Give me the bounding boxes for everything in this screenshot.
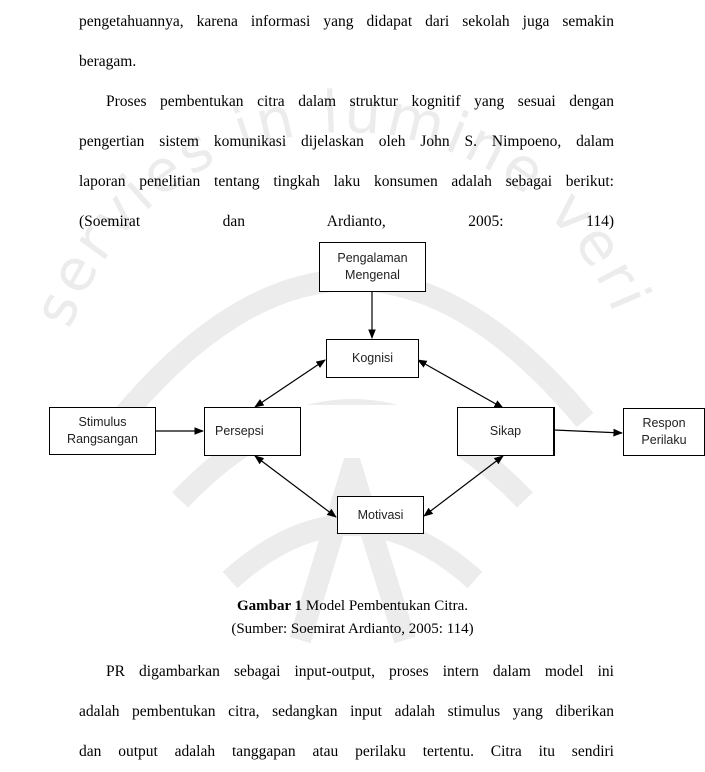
box-pengalaman-line: Pengalaman xyxy=(337,251,408,265)
box-respon-perilaku: Respon Perilaku xyxy=(623,408,705,456)
box-sikap: Sikap xyxy=(457,407,554,456)
box-motivasi: Motivasi xyxy=(337,496,424,534)
box-stimulus-line: Rangsangan xyxy=(67,432,138,446)
box-respon-line: Respon xyxy=(642,416,686,430)
arrow-kognisi-sikap xyxy=(417,359,504,409)
box-kognisi-label: Kognisi xyxy=(352,351,393,365)
arrow-sikap-respon xyxy=(553,428,623,437)
paragraph-1-line: pengetahuannya, karena informasi yang di… xyxy=(79,13,614,30)
paragraph-3-line: adalah pembentukan citra, sedangkan inpu… xyxy=(79,703,614,720)
box-motivasi-label: Motivasi xyxy=(357,507,404,522)
paragraph-2-line: (Soemirat dan Ardianto, 2005: 114) xyxy=(79,213,614,230)
figure-label: Gambar 1 xyxy=(237,598,303,614)
paragraph-2-line: pengertian sistem komunikasi dijelaskan … xyxy=(79,133,614,150)
box-sikap-label: Sikap xyxy=(489,424,522,438)
figure-source: (Sumber: Soemirat Ardianto, 2005: 114) xyxy=(231,621,474,637)
paragraph-3: PR digambarkan sebagai input-output, pro… xyxy=(79,652,614,772)
box-respon-line: Perilaku xyxy=(641,433,687,447)
box-kognisi: Kognisi xyxy=(326,339,419,378)
paragraph-1: pengetahuannya, karena informasi yang di… xyxy=(79,2,614,82)
arrow-persepsi-kognisi xyxy=(254,359,326,408)
paragraph-3-line: dan output adalah tanggapan atau perilak… xyxy=(79,743,614,760)
diagram-arrows xyxy=(156,292,623,518)
box-pengalaman-mengenal: Pengalaman Mengenal xyxy=(319,242,426,292)
paragraph-2-line: Proses pembentukan citra dalam struktur … xyxy=(106,93,614,110)
box-stimulus-line: Stimulus xyxy=(78,415,127,429)
paragraph-2-line: laporan penelitian tentang tingkah laku … xyxy=(79,173,614,190)
arrow-sikap-motivasi xyxy=(423,455,504,517)
paragraph-2: Proses pembentukan citra dalam struktur … xyxy=(79,82,614,242)
figure-caption: Gambar 1 Model Pembentukan Citra. xyxy=(0,596,705,616)
box-stimulus-rangsangan: Stimulus Rangsangan xyxy=(49,407,156,455)
paragraph-3-line: PR digambarkan sebagai input-output, pro… xyxy=(106,663,614,680)
box-pengalaman-line: Mengenal xyxy=(345,268,400,282)
box-persepsi: Persepsi xyxy=(204,407,301,456)
figure-title: Model Pembentukan Citra. xyxy=(302,598,468,614)
paragraph-1-line: beragam. xyxy=(79,53,137,70)
arrow-persepsi-motivasi xyxy=(254,455,337,518)
process-row-gap xyxy=(300,405,458,458)
box-persepsi-label: Persepsi xyxy=(215,424,264,438)
